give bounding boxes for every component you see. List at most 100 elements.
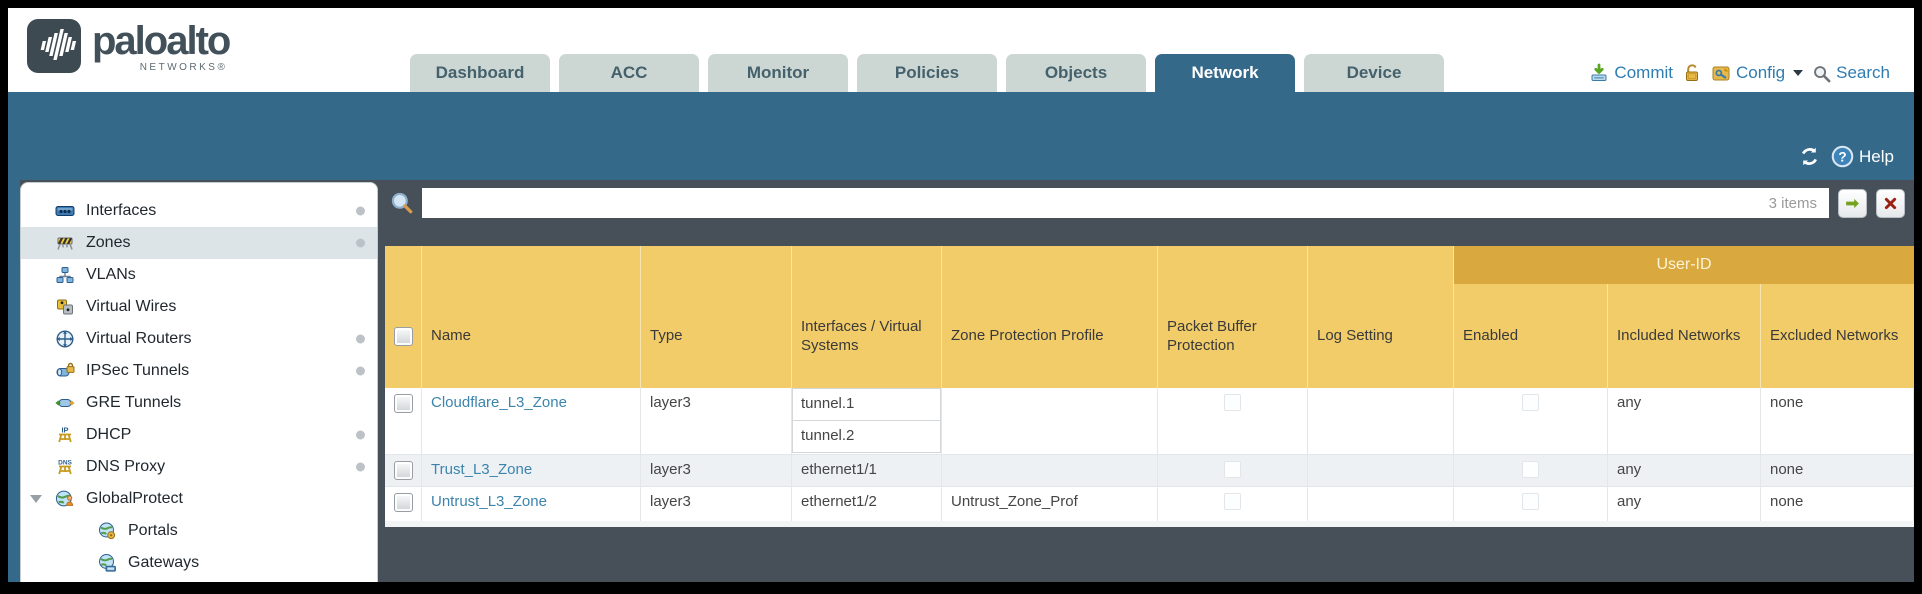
commit-label: Commit [1614,63,1673,82]
status-dot [356,430,365,440]
sidebar-item-vlans[interactable]: VLANs [21,259,377,291]
sidebar-item-globalprotect[interactable]: GlobalProtect [21,483,377,515]
sidebar-item-portals[interactable]: Portals [21,515,377,547]
clear-filter-button[interactable] [1876,188,1905,218]
sidebar-item-gateways[interactable]: Gateways [21,547,377,579]
table-header-row: Name Type Interfaces / Virtual Systems Z… [385,284,1914,388]
svg-text:?: ? [1838,149,1846,164]
app-window: paloalto NETWORKS® Dashboard ACC Monitor… [8,8,1914,582]
table-footer-strip [385,521,1914,527]
svg-text:IP: IP [61,426,68,435]
row-select-checkbox[interactable] [393,493,413,512]
sidebar-item-dns-proxy[interactable]: DNS DNS Proxy [21,451,377,483]
column-header-enabled[interactable]: Enabled [1454,284,1608,388]
zone-interfaces: ethernet1/2 [792,487,942,521]
config-label: Config [1735,63,1786,82]
search-button[interactable]: Search [1812,63,1890,83]
tab-policies[interactable]: Policies [857,54,997,92]
zone-protection-profile: Untrust_Zone_Prof [942,487,1158,521]
sidebar-item-label: Zones [86,234,131,251]
left-margin-strip [8,180,20,582]
column-header-log-setting[interactable]: Log Setting [1308,284,1454,388]
column-header-type[interactable]: Type [641,284,792,388]
zone-name-link[interactable]: Trust_L3_Zone [431,461,533,478]
red-x-icon [1884,197,1897,209]
column-header-name[interactable]: Name [422,284,641,388]
table-row: Trust_L3_Zone layer3 ethernet1/1 any non… [385,454,1914,486]
sidebar-item-label: Portals [128,522,178,539]
tab-objects[interactable]: Objects [1006,54,1146,92]
column-header-packet-buffer-protection[interactable]: Packet Buffer Protection [1158,284,1308,388]
sidebar-item-label: Gateways [128,554,200,571]
sidebar-item-label: VLANs [86,266,136,283]
user-id-group-header: User-ID [1454,246,1914,284]
virtual-wires-icon [55,297,77,317]
zone-type: layer3 [641,388,792,454]
refresh-icon[interactable] [1798,145,1821,168]
zone-name-link[interactable]: Cloudflare_L3_Zone [431,394,567,411]
log-setting [1308,388,1454,454]
log-setting [1308,487,1454,521]
tab-dashboard[interactable]: Dashboard [410,54,550,92]
brand-name: paloalto [92,19,231,63]
interfaces-icon [55,201,77,221]
sidebar-item-label: GRE Tunnels [86,394,182,411]
tab-device[interactable]: Device [1304,54,1444,92]
log-setting [1308,455,1454,486]
dns-proxy-icon: DNS [55,457,77,477]
config-menu-button[interactable]: Config [1711,63,1804,83]
network-sidebar: Interfaces Zones [20,182,378,582]
zone-protection-profile [942,388,1158,454]
tab-monitor[interactable]: Monitor [708,54,848,92]
zone-protection-profile [942,455,1158,486]
user-id-enabled-checkbox [1522,493,1539,510]
tab-acc[interactable]: ACC [559,54,699,92]
zone-interfaces: tunnel.1 tunnel.2 [792,388,942,454]
column-header-zone-protection-profile[interactable]: Zone Protection Profile [942,284,1158,388]
excluded-networks: none [1761,455,1914,486]
included-networks: any [1608,455,1761,486]
help-button[interactable]: ? Help [1831,145,1894,168]
sidebar-item-virtual-wires[interactable]: Virtual Wires [21,291,377,323]
select-all-checkbox[interactable] [393,326,413,346]
lock-icon[interactable] [1682,63,1702,83]
zone-interfaces: ethernet1/1 [792,455,942,486]
gre-tunnels-icon [55,393,77,413]
sidebar-item-interfaces[interactable]: Interfaces [21,195,377,227]
user-id-enabled-checkbox [1522,394,1539,411]
tab-network[interactable]: Network [1155,54,1295,92]
help-icon: ? [1831,145,1854,168]
row-select-checkbox[interactable] [393,394,413,413]
column-header-excluded-networks[interactable]: Excluded Networks [1761,284,1914,388]
sidebar-item-zones[interactable]: Zones [21,227,377,259]
zones-table: User-ID Name Type Interfaces / Virtual S… [385,246,1914,527]
filter-search-input[interactable]: 3 items [422,188,1829,218]
commit-icon [1591,63,1607,81]
commit-button[interactable]: Commit [1589,63,1673,83]
sidebar-item-gre-tunnels[interactable]: GRE Tunnels [21,387,377,419]
row-select-checkbox[interactable] [393,461,413,480]
logo-text: paloalto NETWORKS® [92,18,231,73]
main-area: Interfaces Zones [8,180,1914,582]
column-header-included-networks[interactable]: Included Networks [1608,284,1761,388]
dhcp-icon: IP [55,425,77,445]
band-tools: ? Help [1798,145,1894,168]
apply-filter-button[interactable] [1838,188,1867,218]
sidebar-item-ipsec-tunnels[interactable]: IPSec Tunnels [21,355,377,387]
packet-buffer-protection-checkbox [1224,493,1241,510]
sidebar-item-label: GlobalProtect [86,490,183,507]
user-id-enabled-checkbox [1522,461,1539,478]
header-utility-bar: Commit Config [1589,54,1890,92]
teal-banner: ? Help [8,92,1914,180]
zone-name-link[interactable]: Untrust_L3_Zone [431,493,547,510]
sidebar-item-dhcp[interactable]: IP DHCP [21,419,377,451]
sidebar-item-virtual-routers[interactable]: Virtual Routers [21,323,377,355]
column-header-interfaces[interactable]: Interfaces / Virtual Systems [792,284,942,388]
status-dot [356,366,365,376]
globalprotect-expander-icon[interactable] [30,495,42,503]
sidebar-item-label: Interfaces [86,202,157,219]
sidebar-item-label: DNS Proxy [86,458,166,475]
status-dot [356,206,365,216]
interface-item: tunnel.1 [792,388,941,421]
